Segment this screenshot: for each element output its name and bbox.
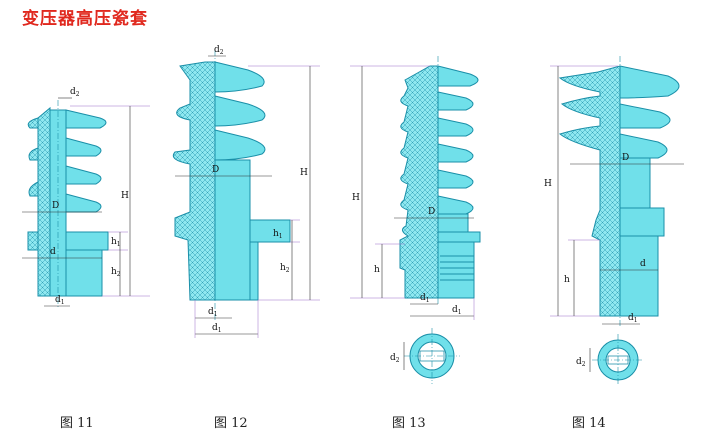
- fig11-d2-label: d2: [70, 87, 80, 98]
- figure-11-caption: 图 11: [60, 416, 94, 431]
- fig14-d1-label: d1: [628, 313, 638, 324]
- fig13-d2-label: d2: [390, 353, 400, 364]
- fig13-d-label: d1: [452, 305, 462, 316]
- page-title: 变压器高压瓷套: [22, 9, 148, 29]
- fig14-d-label: d: [640, 259, 646, 269]
- fig11-H-label: H: [121, 191, 129, 201]
- fig12-h2-label: h2: [280, 263, 290, 274]
- fig11-h2-label: h2: [111, 267, 121, 278]
- fig13-h-label: h: [374, 265, 380, 275]
- figure-14-drawing: H h D d d1 d2: [544, 56, 684, 386]
- fig12-h1-label: h1: [273, 229, 283, 240]
- figure-13-drawing: H h D d1 d1 d2: [350, 56, 481, 384]
- fig13-D-label: D: [428, 207, 435, 217]
- fig13-d1-label: d1: [420, 293, 430, 304]
- fig14-D-label: D: [622, 153, 629, 163]
- fig11-d1-label: d1: [55, 295, 65, 306]
- fig12-H-label: H: [300, 168, 308, 178]
- figure-12-caption: 图 12: [214, 416, 248, 431]
- figure-11-drawing: H h1 h2 D d d2 d1: [22, 87, 150, 308]
- fig13-H-label: H: [352, 193, 360, 203]
- fig14-d2-label: d2: [576, 357, 586, 368]
- fig12-D-label: D: [212, 165, 219, 175]
- fig12-d1-label: d1: [208, 307, 218, 318]
- figure-14-caption: 图 14: [572, 416, 606, 431]
- fig12-d2-label: d2: [214, 45, 224, 56]
- fig14-h-label: h: [564, 275, 570, 285]
- fig14-H-label: H: [544, 179, 552, 189]
- fig11-h1-label: h1: [111, 237, 121, 248]
- figure-12-drawing: H h1 h2 D d2 d1 d1: [172, 45, 320, 338]
- fig11-d-label: d: [50, 247, 56, 257]
- fig12-d-label: d1: [212, 323, 222, 334]
- fig11-D-label: D: [52, 201, 59, 211]
- figure-13-caption: 图 13: [392, 416, 426, 431]
